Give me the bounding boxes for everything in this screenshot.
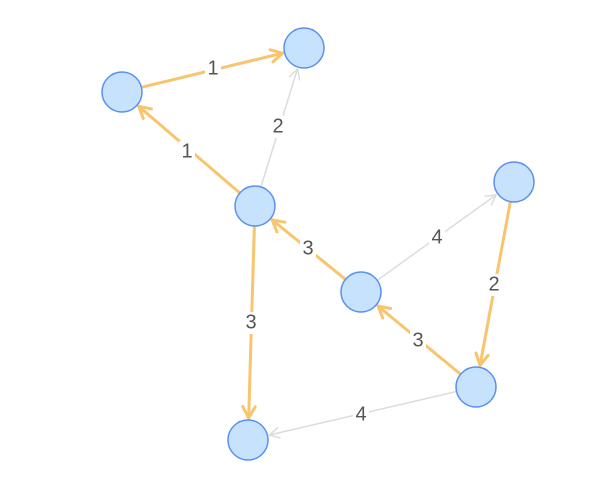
arrowhead xyxy=(241,404,257,420)
arrowhead xyxy=(376,304,393,320)
edge-label-bg xyxy=(410,330,426,352)
arrowhead xyxy=(484,194,497,206)
edge-weight-label: 3 xyxy=(245,311,256,333)
graph-node-n2[interactable] xyxy=(101,71,143,113)
edge-label-bg xyxy=(243,312,259,334)
graph-node-n1[interactable] xyxy=(283,27,325,69)
arrowhead xyxy=(474,351,490,367)
nodes-layer xyxy=(101,27,535,461)
arrowhead xyxy=(268,48,285,64)
edge-label-bg xyxy=(486,274,502,296)
arrowhead xyxy=(137,104,153,120)
edge-weight-label: 2 xyxy=(488,273,499,295)
edge-label-bg xyxy=(205,58,221,80)
edge-weight-label: 3 xyxy=(412,329,423,351)
edge-weight-label: 4 xyxy=(355,403,366,425)
graph-node-n3[interactable] xyxy=(234,185,276,227)
graph-node-n7[interactable] xyxy=(455,366,497,408)
edge-label-bg xyxy=(353,404,369,426)
edge-label-bg xyxy=(179,141,195,163)
arrowhead xyxy=(268,426,281,439)
graph-node-n4[interactable] xyxy=(493,161,535,203)
edge-labels-layer: 1 1 2 3 3 4 2 3 4 xyxy=(179,57,502,426)
edge-weight-label: 2 xyxy=(272,115,283,137)
edge-weight-label: 4 xyxy=(431,226,442,248)
edge-label-bg xyxy=(300,238,316,260)
edge-label-bg xyxy=(429,227,445,249)
edge-label-bg xyxy=(270,116,286,138)
arrowhead xyxy=(288,68,301,81)
edge-weight-label: 3 xyxy=(302,237,313,259)
arrowhead xyxy=(270,218,287,234)
edge-weight-label: 1 xyxy=(207,57,218,79)
graph-node-n6[interactable] xyxy=(227,419,269,461)
edge-weight-label: 1 xyxy=(181,140,192,162)
edges-layer xyxy=(137,48,512,439)
graph-node-n5[interactable] xyxy=(340,271,382,313)
